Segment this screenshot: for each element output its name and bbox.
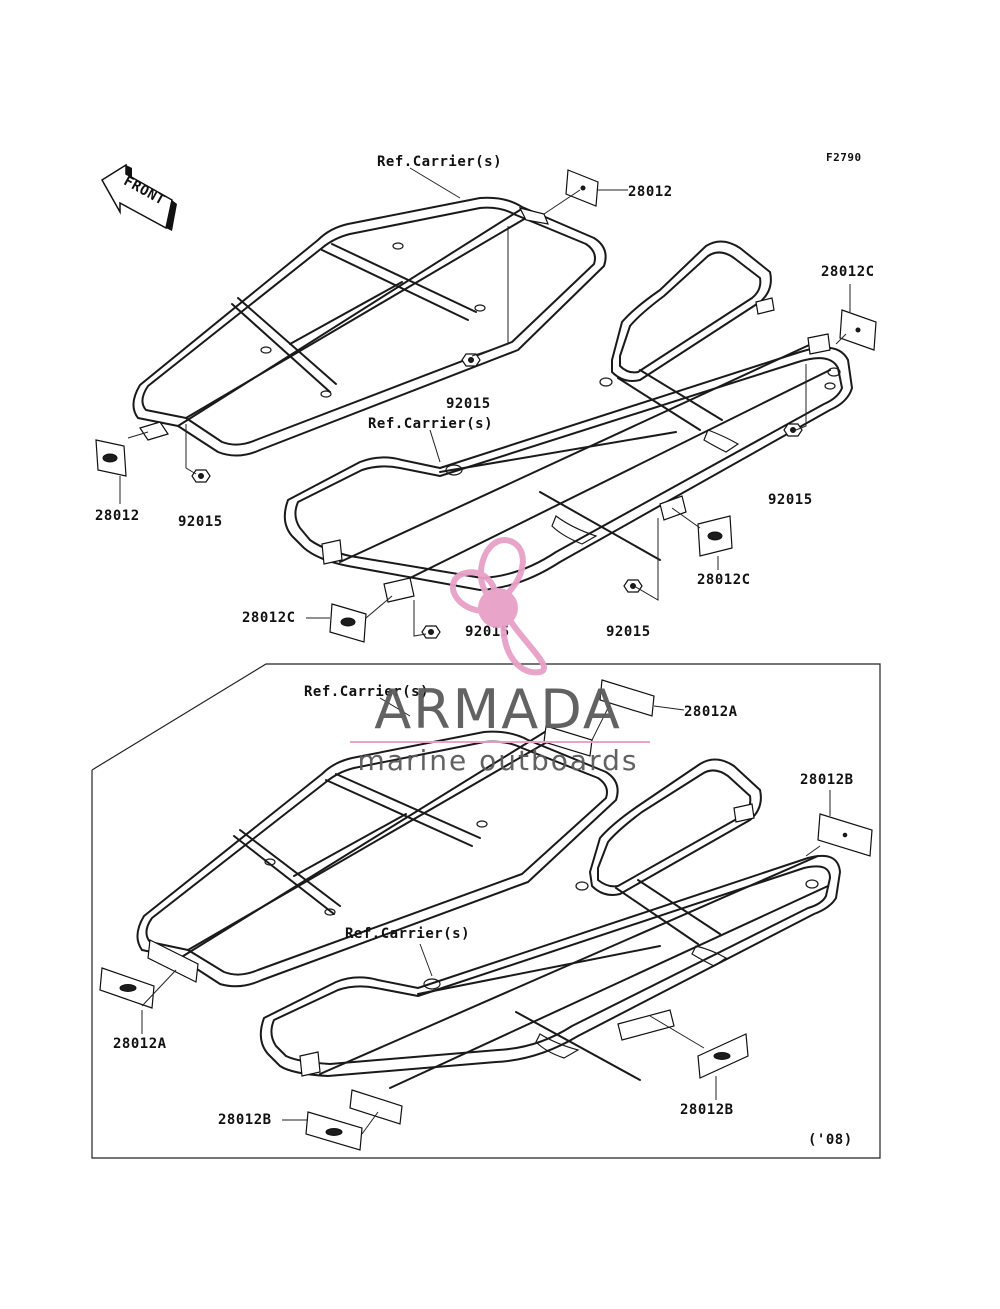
year-note: ('08) xyxy=(808,1132,853,1148)
ref-carrier-label-2: Ref.Carrier(s) xyxy=(368,416,493,432)
callout-92015-c: 92015 xyxy=(178,514,223,530)
callout-92015-b: 92015 xyxy=(768,492,813,508)
callout-28012b-c: 28012B xyxy=(218,1112,272,1128)
reflector-28012b-rear-side xyxy=(697,1033,749,1079)
front-carrier-bottom xyxy=(136,729,619,988)
nut-92015-icon xyxy=(191,353,803,639)
reflector-28012-front-top xyxy=(565,169,599,207)
callout-28012-a: 28012 xyxy=(628,184,673,200)
leader-lines-top xyxy=(119,167,851,637)
leader-lines-bottom xyxy=(141,697,831,1135)
propeller-logo-icon xyxy=(449,536,547,676)
callout-92015-d: 92015 xyxy=(465,624,510,640)
callout-92015-a: 92015 xyxy=(446,396,491,412)
callout-28012a-a: 28012A xyxy=(684,704,738,720)
reflector-28012c-rear-side xyxy=(697,515,733,557)
reflector-28012-front-left xyxy=(95,439,127,477)
figure-id: F2790 xyxy=(826,151,862,164)
reflector-28012a-front-left xyxy=(99,939,199,1009)
ref-carrier-label-3: Ref.Carrier(s) xyxy=(304,684,429,700)
callout-28012c-a: 28012C xyxy=(821,264,875,280)
watermark: ARMADA marine outboards xyxy=(350,536,650,777)
ref-carrier-label-1: Ref.Carrier(s) xyxy=(377,154,502,170)
front-carrier-top xyxy=(132,196,607,457)
callout-92015-e: 92015 xyxy=(606,624,651,640)
callout-28012c-c: 28012C xyxy=(242,610,296,626)
reflector-28012c-rear-left xyxy=(329,603,367,643)
variant-08-frame xyxy=(91,663,881,1159)
rear-carrier-top xyxy=(283,240,853,603)
reflector-28012b-rear-right xyxy=(817,813,873,857)
watermark-tagline: marine outboards xyxy=(358,744,639,777)
callout-28012b-b: 28012B xyxy=(680,1102,734,1118)
ref-carrier-label-4: Ref.Carrier(s) xyxy=(345,926,470,942)
callout-28012c-b: 28012C xyxy=(697,572,751,588)
callout-28012-b: 28012 xyxy=(95,508,140,524)
reflector-28012c-rear-right xyxy=(839,309,877,351)
rear-carrier-bottom xyxy=(259,758,841,1089)
watermark-brand: ARMADA xyxy=(374,678,622,741)
callout-28012a-b: 28012A xyxy=(113,1036,167,1052)
front-direction-arrow-icon: FRONT xyxy=(100,163,177,231)
reflector-28012b-rear-left xyxy=(305,1089,403,1151)
callout-28012b-a: 28012B xyxy=(800,772,854,788)
